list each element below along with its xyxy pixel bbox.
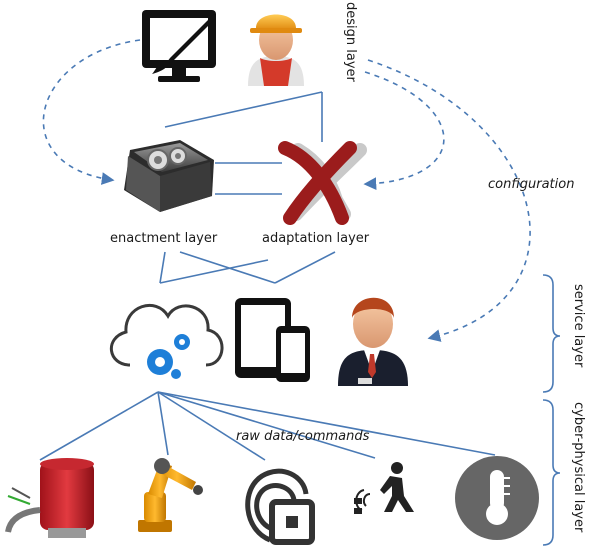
- cloud-gears-icon: [109, 304, 224, 379]
- monitor-brush-icon: [142, 10, 216, 82]
- businessman-icon: [338, 297, 408, 386]
- layer-brackets: [542, 274, 561, 546]
- thermometer-icon: [455, 456, 539, 540]
- motion-sensor-icon: [354, 462, 414, 514]
- configuration-label: configuration: [488, 177, 575, 192]
- engineer-icon: [248, 14, 304, 86]
- robot-arm-icon: [138, 458, 203, 532]
- service-layer-label: service layer: [571, 284, 586, 368]
- tablet-phone-icon: [235, 298, 310, 382]
- cyber-physical-layer-label: cyber-physical layer: [571, 402, 586, 533]
- gears-cube-icon: [124, 140, 214, 212]
- raw-data-label: raw data/commands: [236, 429, 370, 444]
- connector-lines: [39, 91, 496, 461]
- actuator-icon: [5, 458, 94, 538]
- enactment-layer-label: enactment layer: [110, 231, 218, 246]
- design-layer-label: design layer: [343, 2, 358, 82]
- adaptation-layer-label: adaptation layer: [262, 231, 370, 246]
- adaptation-x-icon: [278, 141, 367, 225]
- rfid-tag-icon: [245, 468, 315, 545]
- dashed-arrows: [42, 39, 531, 342]
